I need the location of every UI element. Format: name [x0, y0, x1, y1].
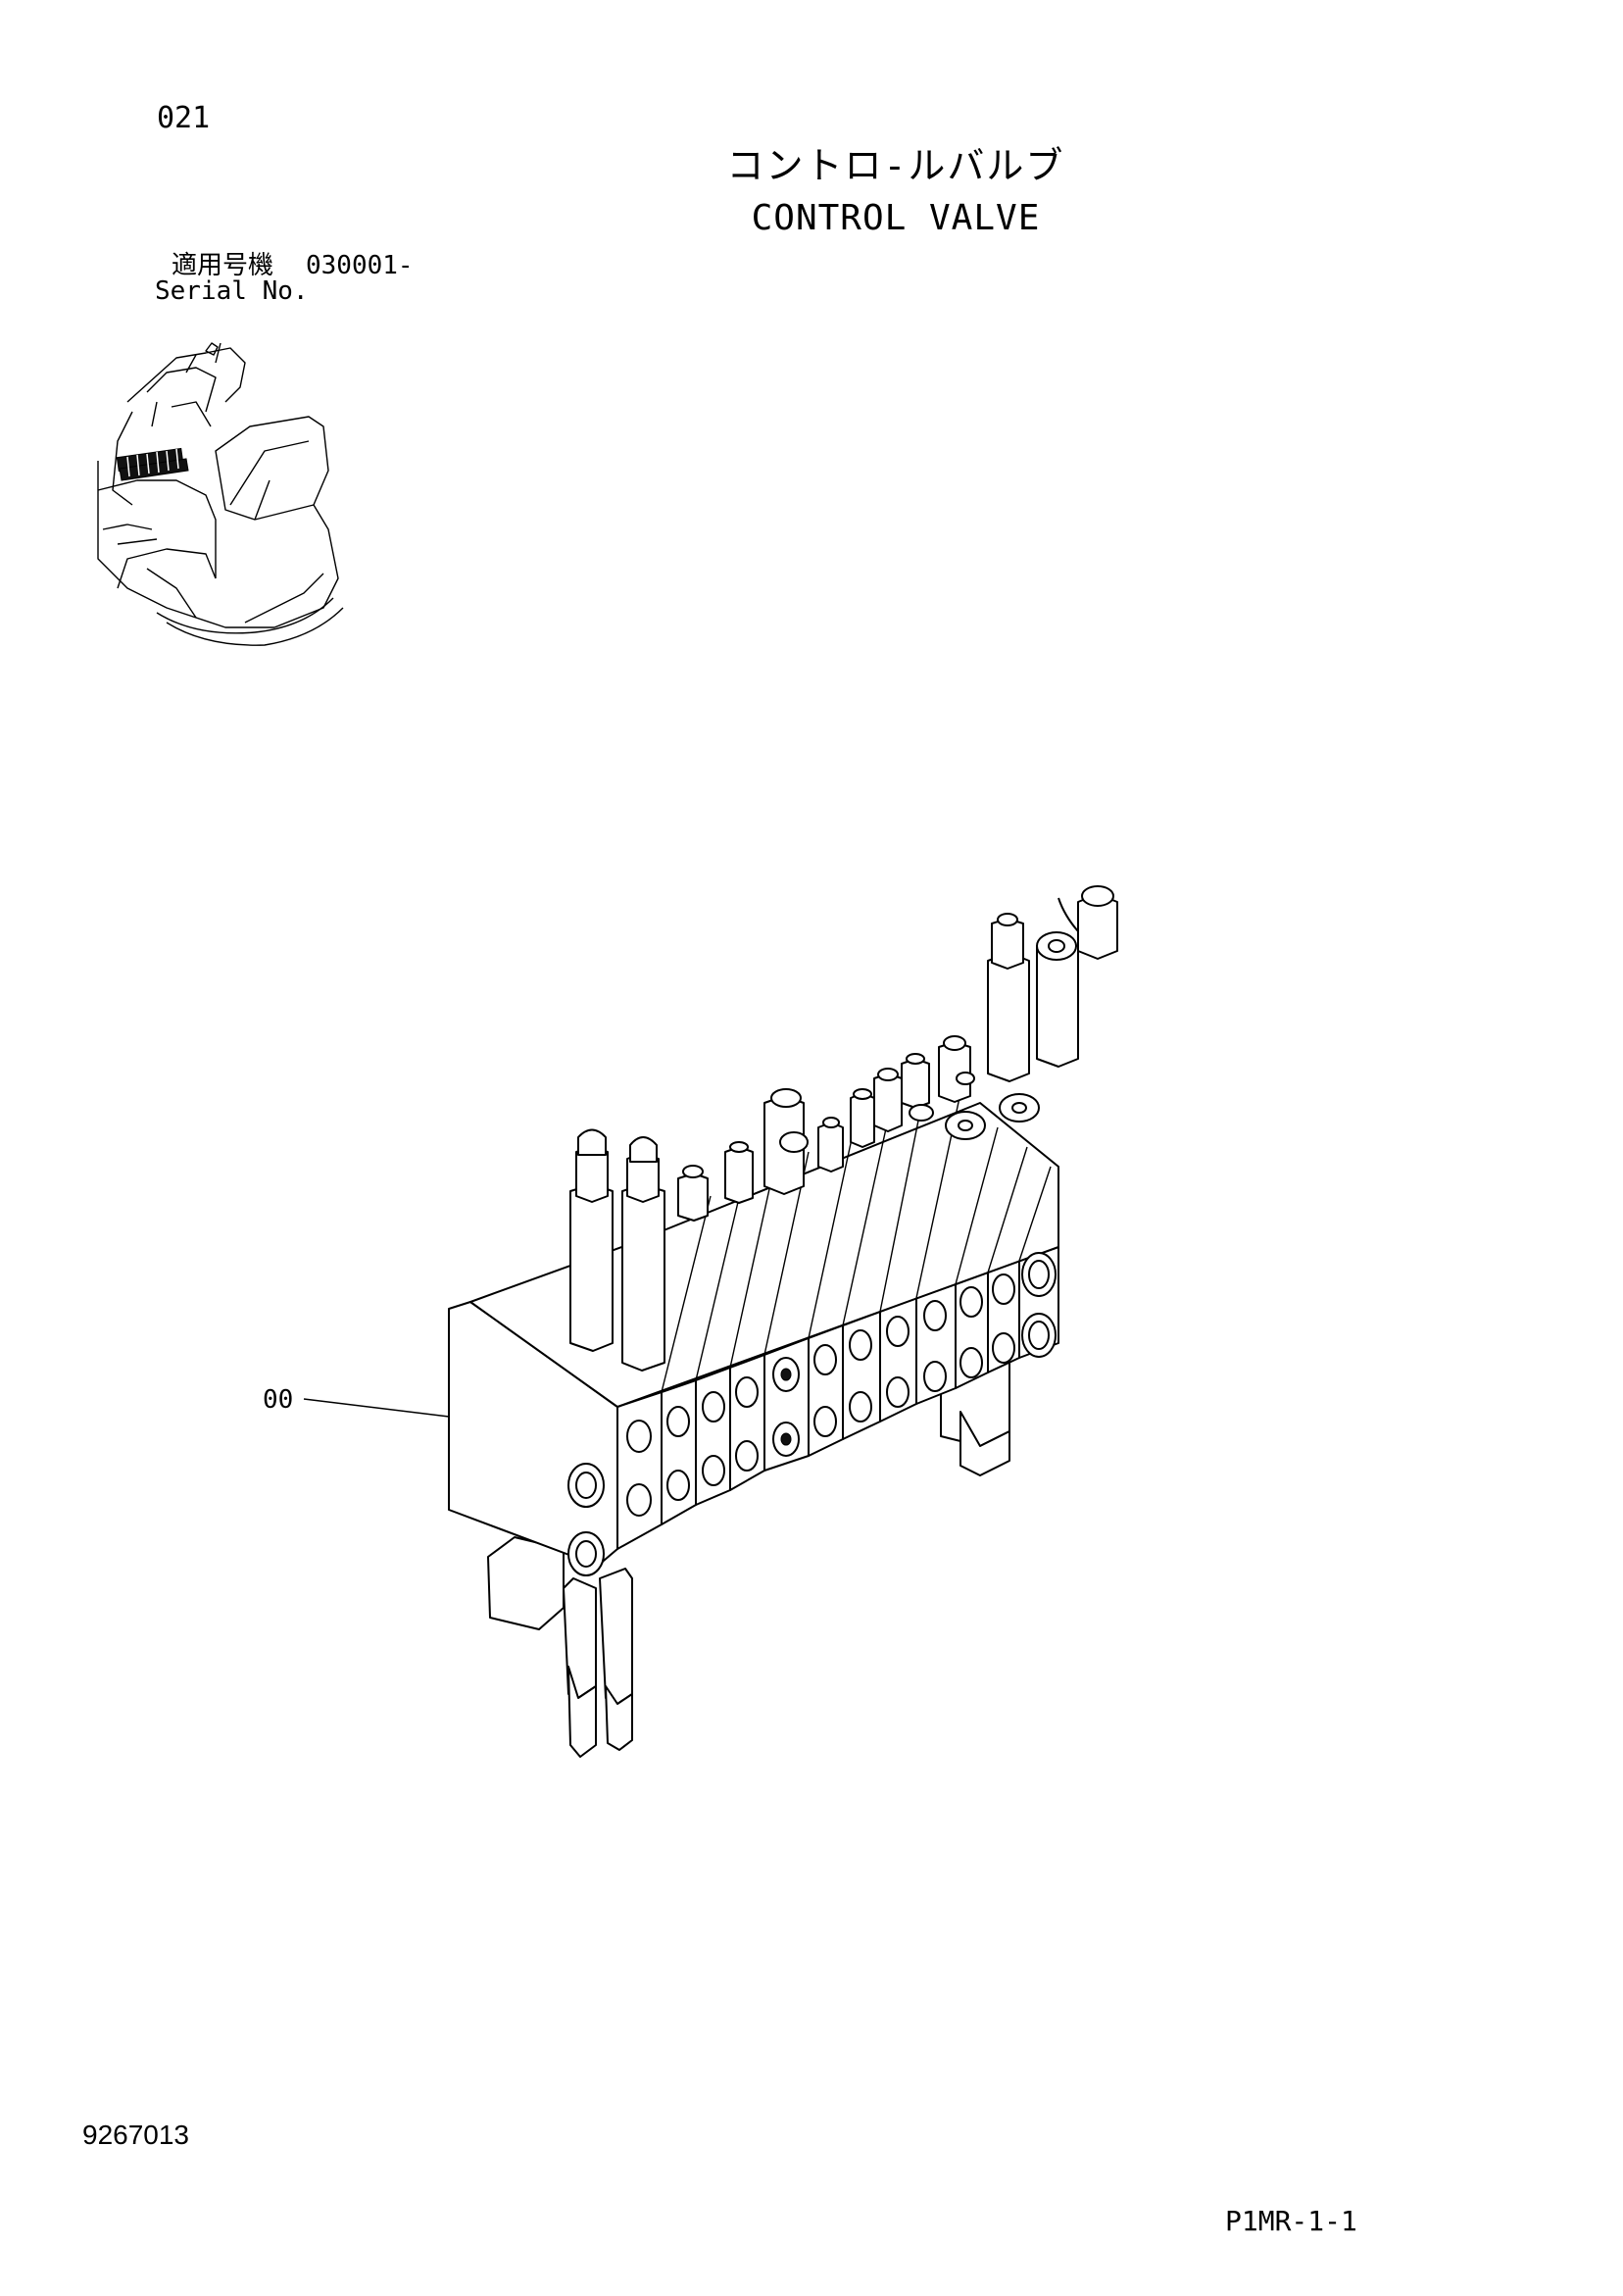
title-english: CONTROL VALVE [751, 198, 1041, 238]
title-japanese: コントロ-ルバルブ [726, 144, 1065, 187]
machine-locator-illustration [97, 342, 344, 646]
top-fittings [677, 1035, 1040, 1222]
serial-label-japanese: 適用号機 [172, 251, 274, 280]
page-code: P1MR-1-1 [1225, 2205, 1357, 2237]
serial-label-english: Serial No. [155, 276, 309, 306]
callout-label: 00 [263, 1385, 294, 1415]
front-ports [567, 1463, 605, 1576]
document-number: 9267013 [82, 2120, 190, 2150]
relief-valve-right [987, 885, 1118, 1082]
serial-value: 030001- [306, 251, 414, 280]
control-valve-drawing [303, 885, 1118, 1758]
section-ports [626, 1252, 1057, 1517]
bottom-cartridges [487, 1318, 1010, 1758]
page-number: 021 [157, 101, 211, 135]
callout-leader-line [303, 1398, 450, 1418]
relief-valve-left [569, 1128, 665, 1372]
